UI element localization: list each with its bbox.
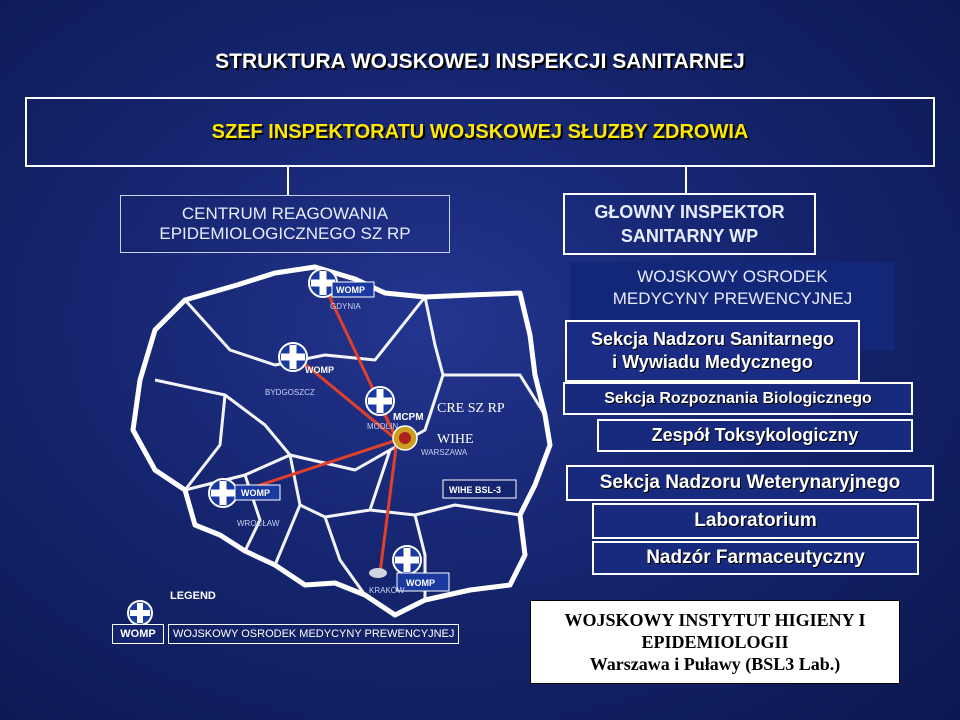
poland-outline [130,264,553,618]
city-label-krakow: KRAKÓW [369,586,405,595]
wihe-bsl-label: WIHE BSL-3 [449,485,501,495]
region-border [183,394,227,491]
city-label-warszawa: WARSZAWA [421,448,468,457]
womp-label-gdynia: WOMP [336,285,365,295]
legend-description: WOJSKOWY OSRODEK MEDYCYNY PREWENCYJNEJ [168,624,460,644]
crisis-center-line1: CENTRUM REAGOWANIA [181,204,389,223]
legend-title: LEGEND [170,590,216,602]
sanitary-section-line2: i Wywiadu Medycznego [612,352,813,372]
city-label-bydgoszcz: BYDGOSZCZ [265,388,315,397]
laboratory-box: Laboratorium [592,503,919,539]
sanitary-section-line1: Sekcja Nadzoru Sanitarnego [590,329,835,349]
region-border [369,503,521,517]
wih-institute-box: WOJSKOWY INSTYTUT HIGIENY I EPIDEMIOLOGI… [530,600,900,684]
region-border [154,296,445,472]
womp-center-line1: WOJSKOWY OSRODEK [637,267,828,286]
city-label-gdynia: GDYNIA [330,302,361,311]
region-border [443,373,547,416]
connector-line [287,167,289,195]
veterinary-supervision-section: Sekcja Nadzoru Weterynaryjnego [566,465,934,501]
krakow-city-shape [369,568,387,578]
chief-inspector-line2: SANITARNY WP [620,226,759,246]
womp-label-wroclaw: WOMP [241,488,270,498]
poland-map: WOMP GDYNIA WOMP BYDGOSZCZ MCPM MODLIN C… [130,264,553,618]
city-label-wroclaw: WROCŁAW [237,519,280,528]
city-label-modlin: MODLIN [367,422,398,431]
crisis-center-line2: EPIDEMIOLOGICZNEGO SZ RP [159,224,411,243]
toxicology-team: Zespół Toksykologiczny [597,419,913,452]
chief-inspectorate-box: SZEF INSPEKTORATU WOJSKOWEJ SŁUZBY ZDROW… [25,97,935,167]
wihe-label: WIHE [437,432,474,447]
mcpm-marker-modlin-icon [365,386,395,416]
bio-recognition-section: Sekcja Rozpoznania Biologicznego [563,382,913,415]
womp-label-krakow: WOMP [406,578,435,588]
connector-line [685,167,687,193]
mcpm-label: MCPM [393,412,424,423]
chief-sanitary-inspector-box: GŁOWNY INSPEKTOR SANITARNY WP [563,193,816,255]
link-bydgoszcz [298,358,399,442]
region-border [323,516,367,596]
cre-label: CRE SZ RP [437,401,505,416]
womp-marker-bydgoszcz-icon [278,342,308,372]
wihe-bsl-box [442,479,517,499]
chief-inspector-line1: GŁOWNY INSPEKTOR [594,202,785,222]
womp-label-krakow-box [396,572,450,592]
warsaw-emblem-icon [392,425,418,451]
link-krakow [378,438,399,575]
region-border [273,504,302,566]
womp-label-wroclaw-box [234,484,281,501]
womp-center-line2: MEDYCYNY PREWENCYJNEJ [612,289,853,308]
wih-line3: Warszawa i Puławy (BSL3 Lab.) [589,654,841,674]
pharma-supervision-box: Nadzór Farmaceutyczny [592,541,919,575]
wih-line2: EPIDEMIOLOGII [641,632,789,652]
crisis-center-box: CENTRUM REAGOWANIA EPIDEMIOLOGICZNEGO SZ… [120,195,450,253]
womp-marker-wroclaw-icon [208,478,238,508]
sanitary-supervision-section: Sekcja Nadzoru Sanitarnego i Wywiadu Med… [565,320,860,382]
wih-line1: WOJSKOWY INSTYTUT HIGIENY I [564,610,866,630]
page-title: STRUKTURA WOJSKOWEJ INSPEKCJI SANITARNEJ [215,50,745,73]
womp-label-gdynia-box [331,281,375,298]
legend-womp-box: WOMP [112,624,164,644]
womp-label-bydgoszcz: WOMP [305,365,334,375]
womp-marker-krakow-icon [392,545,422,575]
